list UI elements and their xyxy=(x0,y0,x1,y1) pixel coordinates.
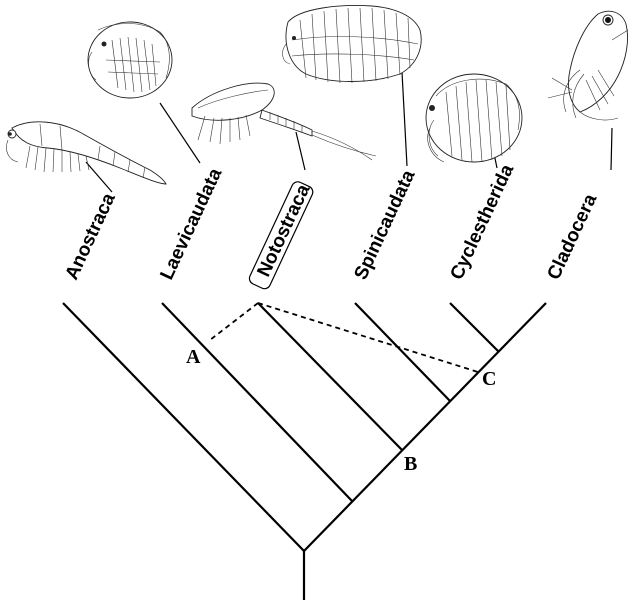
taxon-label-laevicaudata: Laevicaudata xyxy=(156,165,226,283)
taxon-label-notostraca: Notostraca xyxy=(253,181,314,280)
branch-anostraca xyxy=(63,303,304,551)
alternative-placement-lines xyxy=(210,303,478,372)
laevicaudata-illustration xyxy=(88,22,172,98)
node-label-a: A xyxy=(186,346,201,368)
anostraca-illustration xyxy=(6,122,166,184)
tree-branches xyxy=(63,303,546,600)
branch-laevicaudata xyxy=(162,303,352,501)
cyclestherida-illustration xyxy=(426,74,522,162)
branch-spine xyxy=(304,303,546,551)
cladocera-illustration xyxy=(548,11,628,120)
branch-cyclestherida xyxy=(450,303,498,351)
node-label-b: B xyxy=(404,453,417,475)
pointer-cladocera xyxy=(611,128,612,170)
spinicaudata-illustration xyxy=(283,6,422,83)
taxon-label-spinicaudata: Spinicaudata xyxy=(350,167,419,283)
dashed-line-to-node-a xyxy=(210,303,258,340)
pointer-notostraca xyxy=(296,132,305,170)
branch-spinicaudata xyxy=(355,303,450,401)
illustration-pointers xyxy=(86,72,612,192)
taxon-label-anostraca: Anostraca xyxy=(61,190,119,283)
taxon-label-cyclestherida: Cyclestherida xyxy=(446,161,518,283)
taxon-labels: Anostraca Laevicaudata Notostraca Spinic… xyxy=(61,161,601,291)
taxon-label-cladocera: Cladocera xyxy=(543,191,601,284)
pointer-spinicaudata xyxy=(402,72,407,166)
pointer-anostraca xyxy=(86,162,112,192)
notostraca-illustration xyxy=(192,83,376,160)
node-label-c: C xyxy=(482,368,496,390)
